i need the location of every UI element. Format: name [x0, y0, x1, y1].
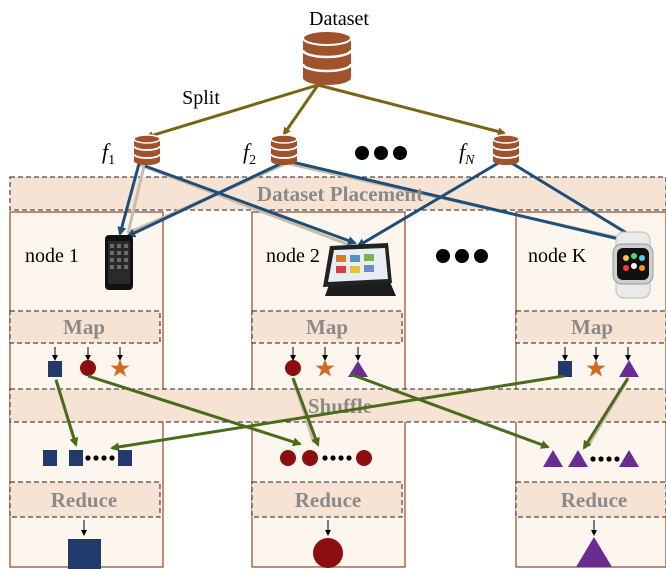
shuffle-band — [9, 388, 666, 423]
node1-reduce-output — [68, 539, 101, 569]
dataset-database-icon — [301, 29, 353, 87]
file-label-f2: f2 — [243, 139, 256, 168]
map-label-k: Map — [571, 315, 613, 339]
map2-circle — [285, 360, 301, 376]
file-label-fn: fN — [459, 139, 475, 168]
reduce-label-k: Reduce — [561, 488, 628, 512]
mapk-star — [586, 359, 606, 377]
map-label-2: Map — [306, 315, 348, 339]
file-label-f2-base: f — [243, 139, 252, 164]
file-label-f1-base: f — [102, 139, 111, 164]
map2-triangle — [348, 361, 368, 377]
map-label-1: Map — [63, 315, 105, 339]
reduce-box-2 — [251, 481, 403, 518]
node2-reduce-output — [313, 538, 343, 568]
node2-shuffle-result — [280, 450, 372, 466]
file-label-fn-base: f — [459, 139, 468, 164]
reduce-label-2: Reduce — [295, 488, 362, 512]
reduce-box-k — [515, 481, 666, 518]
dataset-placement-label: Dataset Placement — [257, 182, 423, 206]
reduce-label-1: Reduce — [51, 488, 118, 512]
map2-star — [315, 359, 335, 377]
node-1-label: node 1 — [25, 245, 79, 267]
mapk-square — [558, 361, 572, 377]
map-output-arrows — [52, 347, 631, 361]
split-label: Split — [182, 87, 220, 109]
map-box-k — [515, 310, 666, 344]
map-box-1 — [9, 310, 161, 344]
phone-icon — [105, 235, 133, 290]
placement-arrows — [117, 159, 640, 248]
file-label-f1: f1 — [102, 139, 115, 168]
file-label-f1-sub: 1 — [108, 153, 115, 168]
nodek-shuffle-result — [543, 450, 639, 467]
dataset-placement-band — [9, 176, 666, 211]
node-k-label: node K — [528, 245, 587, 267]
map1-star — [110, 359, 130, 377]
map1-circle — [80, 360, 96, 376]
split-arrows — [145, 83, 506, 140]
nodes-ellipsis — [436, 249, 488, 263]
tablet-icon — [323, 243, 396, 296]
watch-icon — [612, 231, 654, 299]
reduce-box-1 — [9, 481, 161, 518]
files-ellipsis — [355, 146, 407, 160]
file-label-f2-sub: 2 — [249, 153, 256, 168]
nodek-reduce-output — [576, 537, 612, 567]
reduce-output-arrows — [81, 520, 597, 536]
map1-square — [48, 361, 62, 377]
node-2-label: node 2 — [266, 245, 320, 267]
mapk-triangle — [619, 360, 639, 377]
file-fn-database-icon — [492, 134, 520, 166]
shuffle-arrows — [54, 372, 630, 452]
map-box-2 — [251, 310, 403, 344]
file-label-fn-sub: N — [464, 153, 475, 168]
dataset-label: Dataset — [309, 8, 369, 30]
file-f2-database-icon — [270, 134, 298, 166]
file-f1-database-icon — [133, 134, 161, 166]
node1-shuffle-result — [43, 450, 132, 466]
